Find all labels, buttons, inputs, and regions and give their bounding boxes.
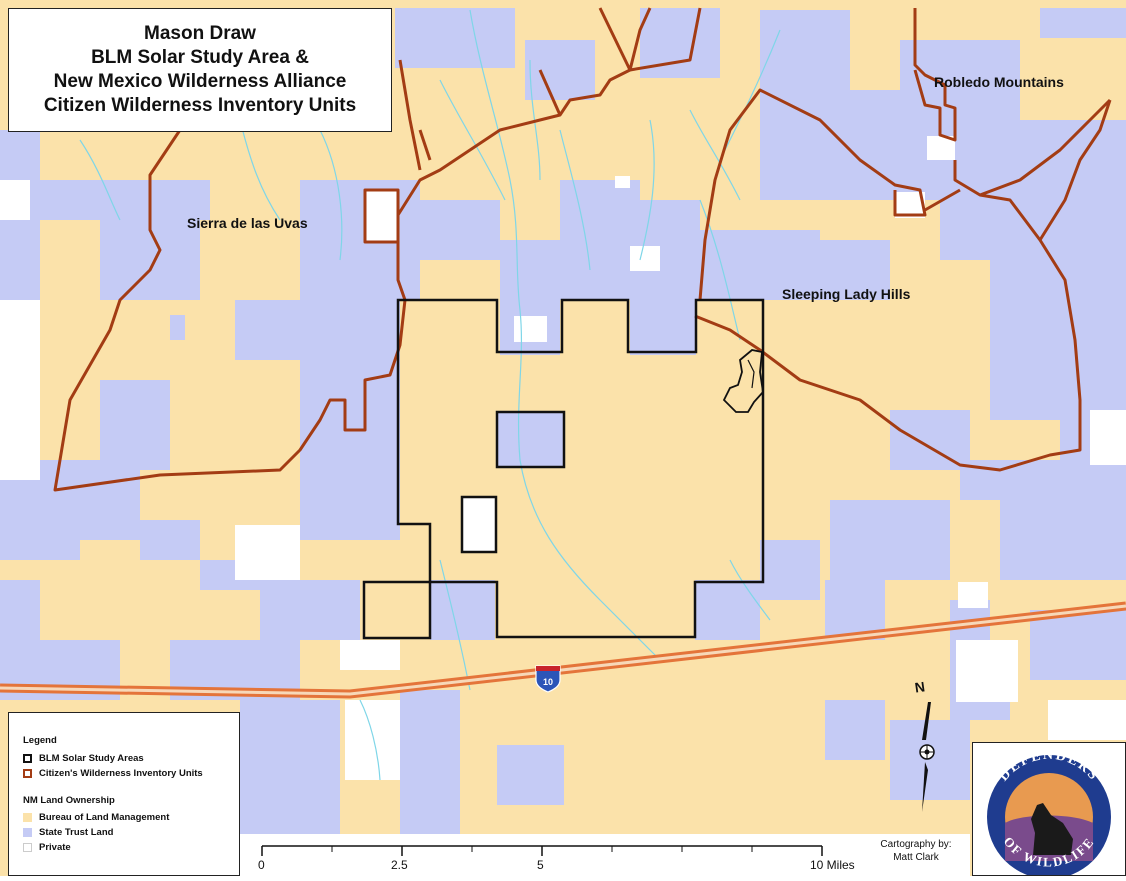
defenders-wolf-logo-icon: DEFENDERS OF WILDLIFE: [987, 748, 1111, 879]
north-label: N: [914, 678, 926, 695]
legend-wilderness-label: Citizen's Wilderness Inventory Units: [39, 768, 203, 779]
title-line-2: BLM Solar Study Area &: [91, 47, 309, 68]
blm-swatch-icon: [23, 813, 32, 822]
legend-row-solar: BLM Solar Study Areas: [23, 753, 144, 764]
streams: [79, 9, 781, 781]
legend-row-blm: Bureau of Land Management: [23, 812, 169, 823]
legend-row-wilderness: Citizen's Wilderness Inventory Units: [23, 768, 203, 779]
legend-private-label: Private: [39, 842, 71, 853]
credit-line-1: Cartography by:: [880, 839, 952, 850]
state-swatch-icon: [23, 828, 32, 837]
cartography-credit: Cartography by: Matt Clark: [866, 838, 966, 864]
label-sierra-de-las-uvas: Sierra de las Uvas: [187, 215, 308, 231]
solar-swatch-icon: [23, 754, 32, 763]
label-robledo-mountains: Robledo Mountains: [934, 74, 1064, 90]
legend-blm-label: Bureau of Land Management: [39, 812, 170, 823]
interstate-shield-icon: 10: [535, 665, 561, 693]
legend-row-state: State Trust Land: [23, 827, 113, 838]
scale-label-0: 0: [258, 858, 265, 872]
wilderness-inventory-units: [53, 7, 1112, 492]
north-arrow-icon: N: [914, 678, 935, 812]
scale-bar-graphic: [261, 845, 823, 856]
blm-solar-study-area: [362, 298, 765, 640]
wilderness-swatch-icon: [23, 769, 32, 778]
interstate-shield-label: 10: [543, 677, 553, 687]
scale-bar: 0 2.5 5 10 Miles: [240, 834, 970, 876]
scale-label-2-5: 2.5: [391, 858, 408, 872]
map-title-box: Mason Draw BLM Solar Study Area & New Me…: [8, 8, 392, 132]
scale-label-10-miles: 10 Miles: [810, 858, 855, 872]
private-swatch-icon: [23, 843, 32, 852]
defenders-of-wildlife-logo-box: DEFENDERS OF WILDLIFE: [972, 742, 1126, 879]
map-legend: Legend BLM Solar Study Areas Citizen's W…: [8, 712, 240, 876]
legend-ownership-heading: NM Land Ownership: [23, 795, 115, 806]
legend-solar-label: BLM Solar Study Areas: [39, 753, 144, 764]
title-line-1: Mason Draw: [144, 23, 256, 44]
legend-row-private: Private: [23, 842, 71, 853]
label-sleeping-lady-hills: Sleeping Lady Hills: [782, 286, 911, 302]
legend-state-label: State Trust Land: [39, 827, 114, 838]
scale-label-5: 5: [537, 858, 544, 872]
title-line-4: Citizen Wilderness Inventory Units: [43, 95, 357, 116]
interstate-10-highway: [0, 601, 1126, 699]
title-line-3: New Mexico Wilderness Alliance: [53, 71, 347, 92]
legend-heading: Legend: [23, 735, 57, 746]
private-land: [0, 136, 1126, 780]
credit-line-2: Matt Clark: [893, 852, 939, 863]
